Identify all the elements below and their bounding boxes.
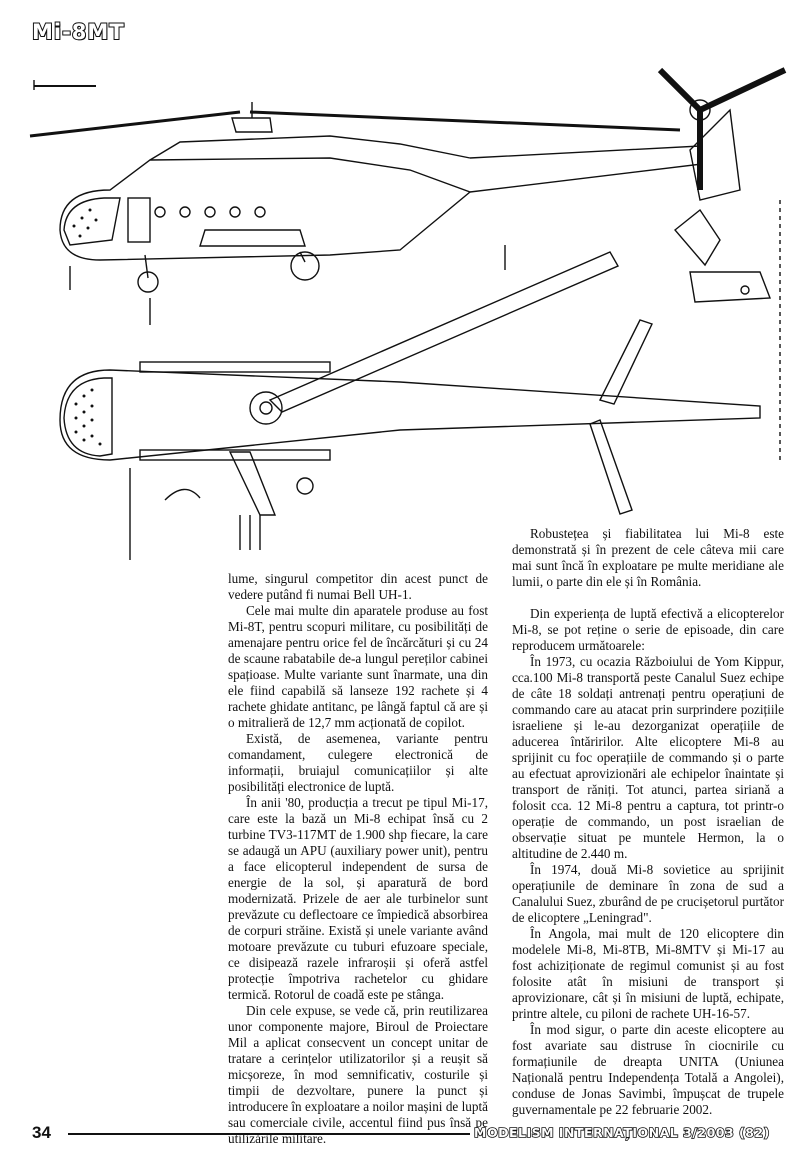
paragraph: Din experiența de luptă efectivă a elico…: [512, 606, 784, 653]
paragraph: Există, de asemenea, variante pentru com…: [228, 731, 488, 794]
footer-rule: [68, 1133, 470, 1135]
paragraph: În 1973, cu ocazia Războiului de Yom Kip…: [512, 654, 784, 861]
left-text-column: lume, singurul competitor din acest punc…: [228, 571, 488, 1147]
paragraph: În anii '80, producția a trecut pe tipul…: [228, 795, 488, 1002]
magazine-footer: MODELISM INTERNAȚIONAL 3/2003 (82): [473, 1124, 770, 1141]
paragraph: lume, singurul competitor din acest punc…: [228, 571, 488, 602]
helicopter-line-drawing: [29, 67, 787, 560]
paragraph: În Angola, mai mult de 120 elicoptere di…: [512, 926, 784, 1021]
paragraph: Robustețea și fiabilitatea lui Mi-8 este…: [512, 526, 784, 589]
article-title: Mi-8MT: [31, 19, 125, 45]
paragraph: În mod sigur, o parte din aceste elicopt…: [512, 1022, 784, 1117]
right-text-column: Robustețea și fiabilitatea lui Mi-8 este…: [512, 526, 784, 1118]
paragraph: Din cele expuse, se vede că, prin reutil…: [228, 1003, 488, 1146]
paragraph: Cele mai multe din aparatele produse au …: [228, 603, 488, 730]
page-number: 34: [32, 1123, 51, 1142]
paragraph: În 1974, două Mi-8 sovietice au sprijini…: [512, 862, 784, 925]
